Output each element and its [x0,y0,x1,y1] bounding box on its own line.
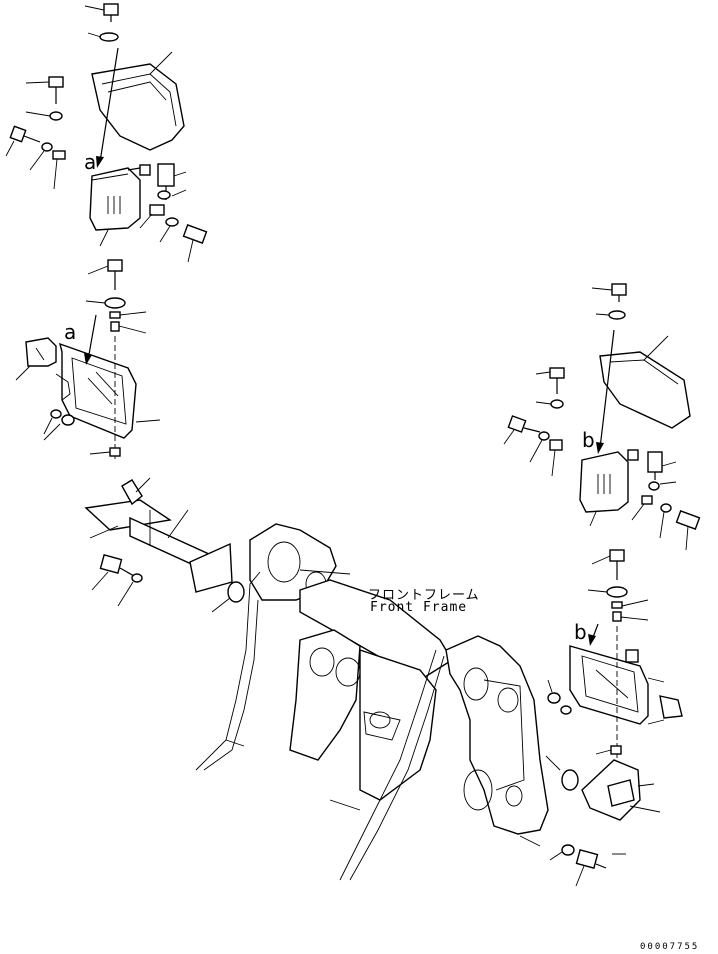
bracket-assembly-left [15,259,233,607]
drawing-number: 00007755 [640,942,700,952]
front-frame-label-jp: フロントフレーム [368,588,480,603]
bracket-assembly-right [547,549,683,887]
lamp-assembly-upper-right [503,283,701,551]
callout-b-lower: b [574,620,587,644]
front-frame [195,523,579,881]
lamp-assembly-upper-left [5,3,208,263]
callout-b-upper: b [582,428,595,452]
callout-a-upper: a [84,150,97,174]
front-frame-label-en: Front Frame [370,600,468,615]
callout-a-lower: a [64,320,77,344]
